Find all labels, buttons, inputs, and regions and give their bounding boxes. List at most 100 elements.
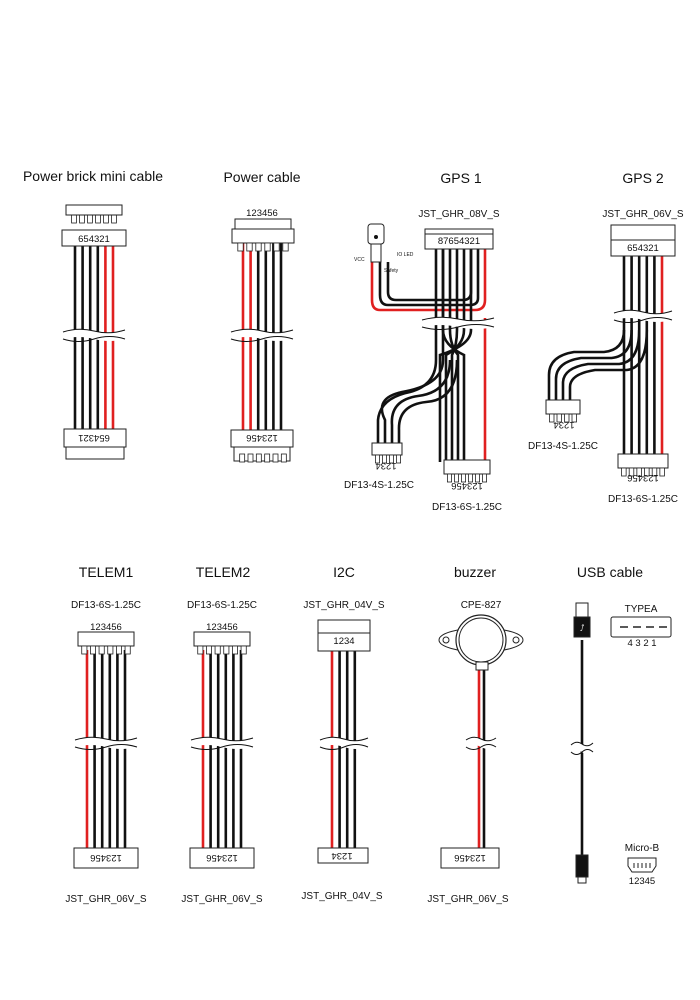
telem2-top-connector-tooth-2 [205,645,212,655]
pins-i2c-bottom: 1234 [331,850,352,861]
gps2-df13-4s-body [545,399,581,415]
gps1-wire-4s-2 [380,248,445,445]
label-vcc: VCC [354,257,365,263]
gps2-df13-6s-tooth-6 [659,467,665,477]
brick-top-connector-tooth-5 [103,214,109,224]
label-gps2-df13-4s: DF13-4S-1.25C [528,441,598,452]
power-top-connector-tooth-1 [237,242,244,252]
telem2-bottom-connector [189,847,255,869]
brick-top-connector-tooth-3 [87,214,93,224]
gps2-break-gap [614,310,672,322]
pins-brick-bottom: 654321 [78,432,110,443]
gps1-break-edge-top [421,316,495,322]
gps2-break-edge-top [613,309,673,315]
telem1-bottom-connector [73,847,139,869]
power-bottom-connector-tooth-3 [255,453,262,463]
gps2-df13-4s-tooth-3 [564,413,570,423]
telem1-top-connector-tooth-2 [90,645,97,655]
gps1-wire-4s-4 [397,359,459,445]
gps2-wire-4s-4 [568,329,649,402]
label-gps1-df13-4s: DF13-4S-1.25C [344,480,414,491]
gps1-df13-6s-tooth-2 [453,473,459,483]
usb-typea-plug-body [573,616,591,638]
pins-gps1-jst: 87654321 [438,236,480,247]
buzzer-jst-connector [440,847,500,869]
gps2-df13-6s-tooth-5 [651,467,658,477]
pins-telem1-bottom: 123456 [90,852,122,863]
brick-top-connector-tooth-1 [71,214,77,224]
gps1-df13-4s-tooth-4 [395,454,401,464]
title-power-brick-mini: Power brick mini cable [23,168,163,184]
pins-brick-top: 654321 [78,234,110,245]
gps2-df13-4s-tooth-2 [556,413,562,423]
telem1-top-connector-tooth-3 [98,645,105,655]
telem1-break-edge-top [74,736,138,742]
pins-usb-microb: 12345 [629,876,655,887]
pins-telem2-bottom: 123456 [206,852,238,863]
label-telem1-df13: DF13-6S-1.25C [71,600,141,611]
i2c-break-gap [320,737,368,749]
telem2-break-edge-bottom [190,744,254,750]
gps2-wire-4s-1 [547,329,626,402]
label-usb-microb: Micro-B [625,843,660,854]
telem2-top-connector-tooth-4 [223,645,230,655]
telem2-break-gap [191,737,253,749]
usb-break-edge-top [570,741,594,747]
usb-microb-plug-tip [577,876,587,884]
label-gps2-df13-6s: DF13-6S-1.25C [608,494,678,505]
telem2-top-connector-tooth-6 [240,645,247,655]
label-telem2-df13: DF13-6S-1.25C [187,600,257,611]
pins-usb-typea: 4 3 2 1 [627,638,656,649]
telem2-top-connector-body [193,631,251,647]
telem2-break-edge-top [190,736,254,742]
gps1-break-edge-bottom [421,324,495,330]
power-bottom-connector-tooth-1 [239,453,246,463]
title-i2c: I2C [333,564,355,580]
gps1-df13-6s-tooth-1 [446,473,452,483]
brick-break-edge-bottom [62,336,126,342]
gps2-jst-connector-cap [610,224,676,241]
gps1-wire-6s-2 [448,248,460,462]
label-usb-typea: TYPEA [625,604,658,615]
power-top-connector-tooth-6 [282,242,289,252]
buzzer-body-inner [458,617,504,663]
gps1-safety-stem [370,243,382,263]
power-top-connector-cap [234,218,292,230]
power-top-connector-tooth-4 [264,242,271,252]
gps1-wire-black-safety-1 [378,248,480,307]
buzzer-mount-hole-right [512,636,520,644]
power-bottom-connector-tooth-6 [280,453,287,463]
usb-break-gap [571,742,593,754]
label-i2c-jst-top: JST_GHR_04V_S [303,600,384,611]
buzzer-break-gap [466,737,496,749]
usb-symbol-icon: ⭜ [580,623,585,634]
pins-telem1-top: 123456 [90,622,122,633]
pins-telem2-top: 123456 [206,622,238,633]
gps1-wire-4s-1 [376,248,438,445]
telem1-break-edge-bottom [74,744,138,750]
gps2-df13-6s-body [617,453,669,469]
power-top-connector-tooth-2 [246,242,253,252]
brick-break-gap [63,329,125,341]
pins-i2c-top: 1234 [333,636,354,647]
power-break-edge-bottom [230,336,294,342]
label-safety: Safety [384,268,399,274]
label-gps1-jst: JST_GHR_08V_S [418,209,499,220]
power-top-connector-tooth-5 [273,242,280,252]
i2c-top-connector-cap [317,619,371,634]
gps1-df13-4s-tooth-3 [388,454,394,464]
i2c-bottom-connector [317,847,369,864]
gps2-df13-6s-tooth-1 [621,467,627,477]
buzzer-break-edge-top [465,736,497,742]
telem1-top-connector-tooth-5 [116,645,123,655]
telem1-top-connector-tooth-1 [81,645,88,655]
label-i2c-jst-bottom: JST_GHR_04V_S [301,891,382,902]
label-gps2-jst: JST_GHR_06V_S [602,209,683,220]
gps2-df13-6s-tooth-2 [628,467,635,477]
telem2-top-connector-tooth-1 [197,645,204,655]
gps1-df13-6s-tooth-3 [460,473,466,483]
power-bottom-connector-tooth-4 [264,453,271,463]
pins-gps1-df13-4s: 1234 [375,460,396,471]
title-gps2: GPS 2 [622,170,663,186]
gps1-wire-4s-3 [390,359,452,445]
